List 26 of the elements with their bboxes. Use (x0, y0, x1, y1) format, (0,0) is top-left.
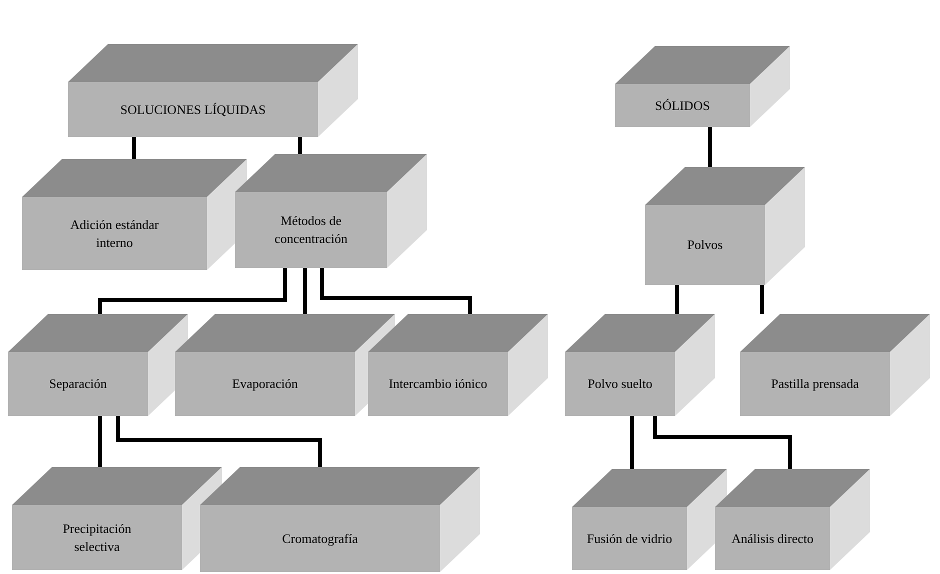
block-label: SÓLIDOS (654, 96, 711, 115)
connector-line (653, 416, 792, 469)
connector-line (320, 268, 472, 314)
connector-line (303, 268, 307, 314)
block-label: Adición estándar interno (69, 216, 160, 252)
connector-line (98, 416, 102, 467)
block-label: Intercambio iónico (388, 375, 488, 394)
block-label: Métodos de concentración (274, 212, 348, 248)
connector-line (708, 127, 712, 167)
connector-line (116, 416, 322, 467)
block-label: Polvo suelto (586, 375, 654, 394)
connector-line (132, 137, 136, 159)
block-label: Polvos (686, 236, 724, 254)
connector-line (630, 416, 634, 469)
connector-line (98, 268, 287, 314)
block-label: Cromatografía (281, 530, 359, 548)
connector-line (675, 285, 679, 314)
connector-line (760, 285, 764, 314)
block-label: Separación (48, 375, 108, 394)
block-label: Pastilla prensada (770, 375, 860, 394)
block-label: Análisis directo (730, 530, 814, 548)
block-label: Evaporación (231, 375, 299, 394)
block-label: SOLUCIONES LÍQUIDAS (119, 100, 267, 119)
block-label: Precipitación selectiva (62, 520, 132, 556)
block-label: Fusión de vidrio (586, 530, 674, 548)
connector-line (298, 137, 302, 154)
